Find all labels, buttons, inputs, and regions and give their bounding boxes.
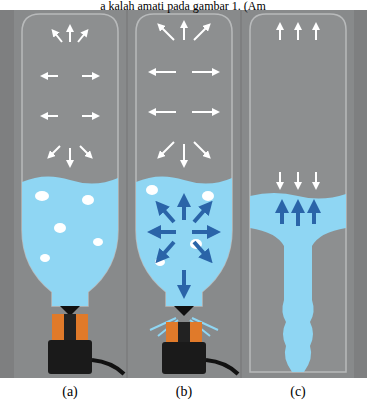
water-arrow [160,242,174,258]
air-arrow [82,75,96,77]
water-arrow [296,206,300,226]
water-arrow [194,206,208,222]
air-arrow [297,26,299,40]
air-arrow [183,24,185,40]
panel-label: (b) [176,384,192,399]
air-arrow [152,71,176,73]
bottle-a [22,14,124,374]
air-arrow [78,32,86,42]
air-arrow [160,142,174,156]
air-arrow [152,111,176,113]
air-arrow [194,142,208,156]
air-arrow [315,26,317,40]
air-arrow [160,26,174,40]
water-arrow [280,206,284,224]
air-arrow [279,172,281,186]
air-arrow [279,26,281,40]
water-arrow [182,200,186,220]
air-arrow [82,115,96,117]
water-arrow [192,230,214,234]
caption-fragment: a kalah amati pada gambar 1. (Am [100,0,266,13]
panel [242,10,354,378]
air-arrow [69,148,71,164]
water-arrow [154,230,176,234]
bottle-c [250,14,346,372]
air-arrow [183,144,185,164]
label-band [0,378,367,406]
air-arrow [69,28,71,42]
panel [128,10,240,378]
bottle-b [136,14,238,374]
panel-label: (a) [62,384,78,399]
air-arrow [50,146,60,156]
water-arrow [182,270,186,292]
air-arrow [54,32,62,42]
air-arrow [194,26,208,40]
water-arrow [312,206,316,224]
air-arrow [44,115,58,117]
air-arrow [80,146,90,156]
water-arrow [194,242,208,258]
air-arrow [192,111,216,113]
air-arrow [44,75,58,77]
panel [14,10,126,378]
pressure-arrows [44,24,316,292]
air-arrow [192,71,216,73]
air-arrow [315,172,317,186]
air-arrow [297,172,299,186]
water-arrow [160,206,174,222]
panel-label: (c) [290,384,306,399]
